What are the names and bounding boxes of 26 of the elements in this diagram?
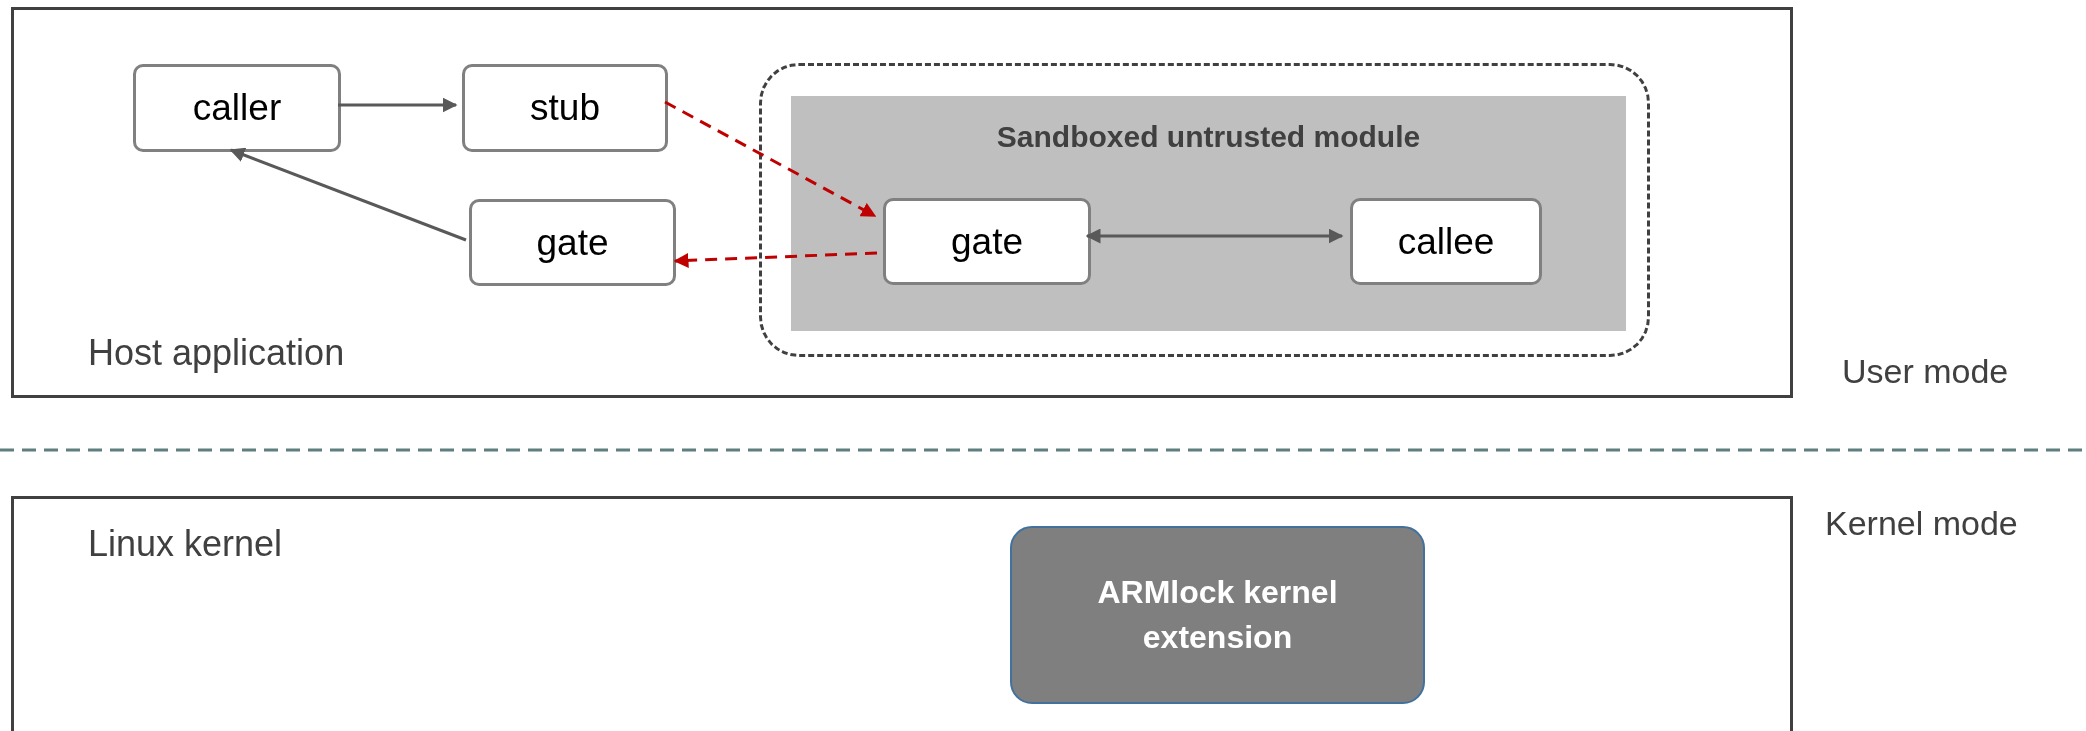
node-label: gate: [951, 220, 1023, 263]
region-box: [11, 7, 1793, 398]
node-label: gate: [536, 221, 609, 264]
dashed-group-box: [759, 63, 1650, 357]
extension-box: [1010, 526, 1425, 704]
panel-title: Sandboxed untrusted module: [995, 120, 1422, 154]
process-box: [1350, 198, 1542, 285]
region-label: Linux kernel: [88, 523, 283, 565]
arrow: [338, 97, 458, 113]
region-label: Host application: [88, 332, 345, 374]
region-box: [11, 496, 1793, 731]
process-box: [462, 64, 668, 152]
arrow: [664, 100, 877, 218]
mode-label: Kernel mode: [1825, 504, 2018, 543]
node-label: caller: [192, 87, 282, 129]
mode-label: User mode: [1842, 352, 2009, 391]
arrow: [229, 147, 467, 242]
arrow: [673, 251, 878, 268]
arrow: [1085, 228, 1344, 244]
process-box: [883, 198, 1091, 285]
node-label: ARMlock kernel extension: [1096, 573, 1339, 657]
node-label: callee: [1397, 220, 1495, 263]
node-label: stub: [530, 87, 600, 129]
module-panel: [791, 96, 1626, 331]
process-box: [469, 199, 676, 286]
process-box: [133, 64, 341, 152]
